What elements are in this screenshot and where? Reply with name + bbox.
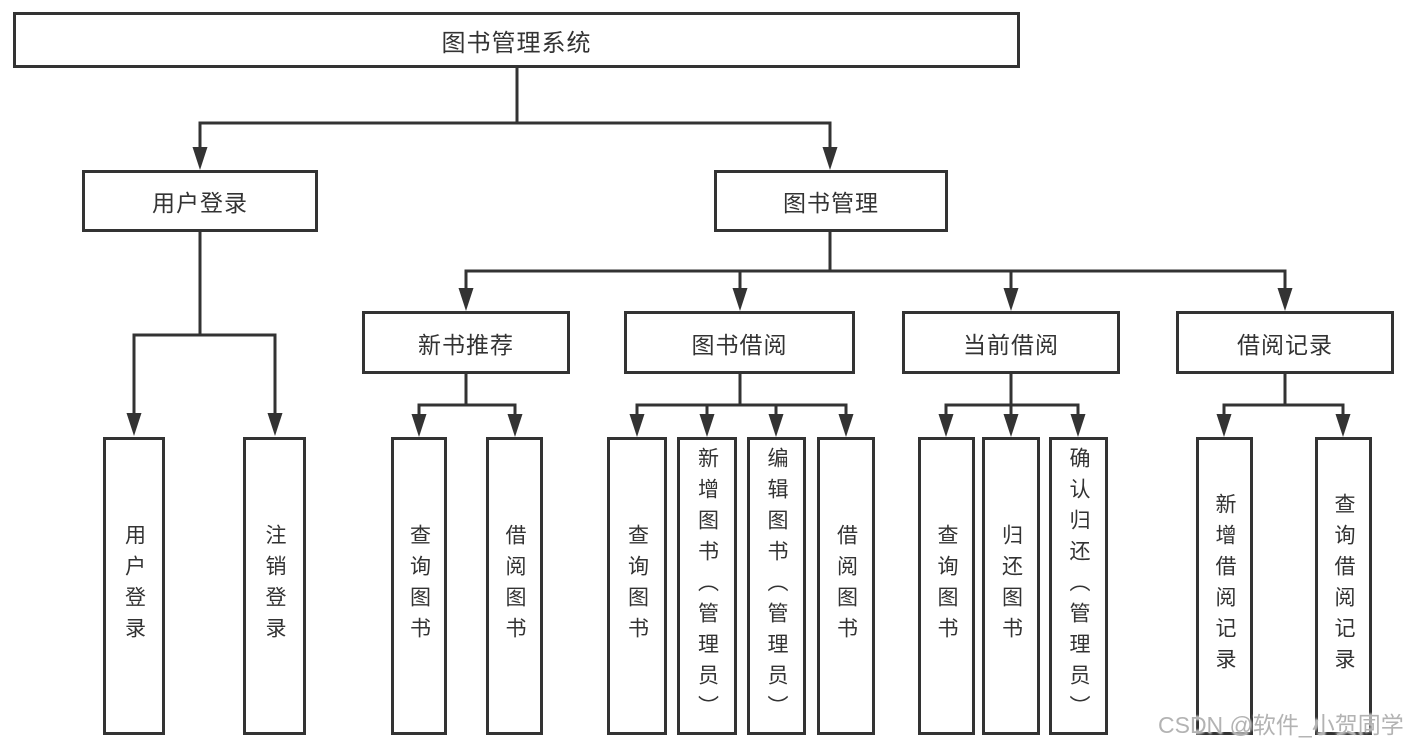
leaf-current-confirm-return-admin: 确认归还（管理员）	[1049, 437, 1108, 735]
leaf-current-return-books-label: 归还图书	[999, 524, 1023, 648]
node-current-borrowing-label: 当前借阅	[963, 331, 1059, 358]
leaf-recommend-query-books-label: 查询图书	[407, 524, 431, 648]
node-root-label: 图书管理系统	[441, 29, 592, 57]
node-root: 图书管理系统	[13, 12, 1020, 68]
leaf-borrowing-add-books-admin: 新增图书（管理员）	[677, 437, 737, 735]
node-new-book-recommendation-label: 新书推荐	[418, 331, 514, 358]
leaf-current-confirm-return-admin-label: 确认归还（管理员）	[1067, 446, 1090, 726]
leaf-records-query-record-label: 查询借阅记录	[1332, 493, 1355, 679]
leaf-current-query-books-label: 查询图书	[935, 524, 958, 648]
node-borrowing-records-label: 借阅记录	[1237, 331, 1333, 358]
node-book-management-label: 图书管理	[783, 190, 879, 216]
leaf-borrowing-query-books-label: 查询图书	[625, 524, 649, 648]
leaf-recommend-borrow-books-label: 借阅图书	[503, 524, 526, 648]
leaf-user-login: 用户登录	[103, 437, 165, 735]
leaf-borrowing-edit-books-admin-label: 编辑图书（管理员）	[765, 446, 788, 726]
leaf-recommend-borrow-books: 借阅图书	[486, 437, 543, 735]
node-new-book-recommendation: 新书推荐	[362, 311, 570, 374]
leaf-logout: 注销登录	[243, 437, 306, 735]
node-book-management: 图书管理	[714, 170, 948, 232]
node-user-login: 用户登录	[82, 170, 318, 232]
leaf-records-query-record: 查询借阅记录	[1315, 437, 1372, 735]
leaf-recommend-query-books: 查询图书	[391, 437, 447, 735]
leaf-current-query-books: 查询图书	[918, 437, 975, 735]
node-book-borrowing: 图书借阅	[624, 311, 855, 374]
node-book-borrowing-label: 图书借阅	[691, 331, 788, 358]
watermark: CSDN @软件_小贺同学	[1158, 712, 1404, 738]
leaf-current-return-books: 归还图书	[982, 437, 1040, 735]
leaf-user-login-label: 用户登录	[122, 524, 146, 648]
leaf-borrowing-add-books-admin-label: 新增图书（管理员）	[695, 446, 719, 726]
leaf-borrowing-edit-books-admin: 编辑图书（管理员）	[747, 437, 806, 735]
leaf-borrowing-borrow-books-label: 借阅图书	[834, 524, 858, 648]
leaf-records-add-record-label: 新增借阅记录	[1213, 493, 1236, 679]
leaf-records-add-record: 新增借阅记录	[1196, 437, 1253, 735]
leaf-logout-label: 注销登录	[263, 524, 286, 648]
node-borrowing-records: 借阅记录	[1176, 311, 1394, 374]
leaf-borrowing-query-books: 查询图书	[607, 437, 667, 735]
node-user-login-label: 用户登录	[152, 190, 248, 216]
leaf-borrowing-borrow-books: 借阅图书	[817, 437, 875, 735]
node-current-borrowing: 当前借阅	[902, 311, 1120, 374]
